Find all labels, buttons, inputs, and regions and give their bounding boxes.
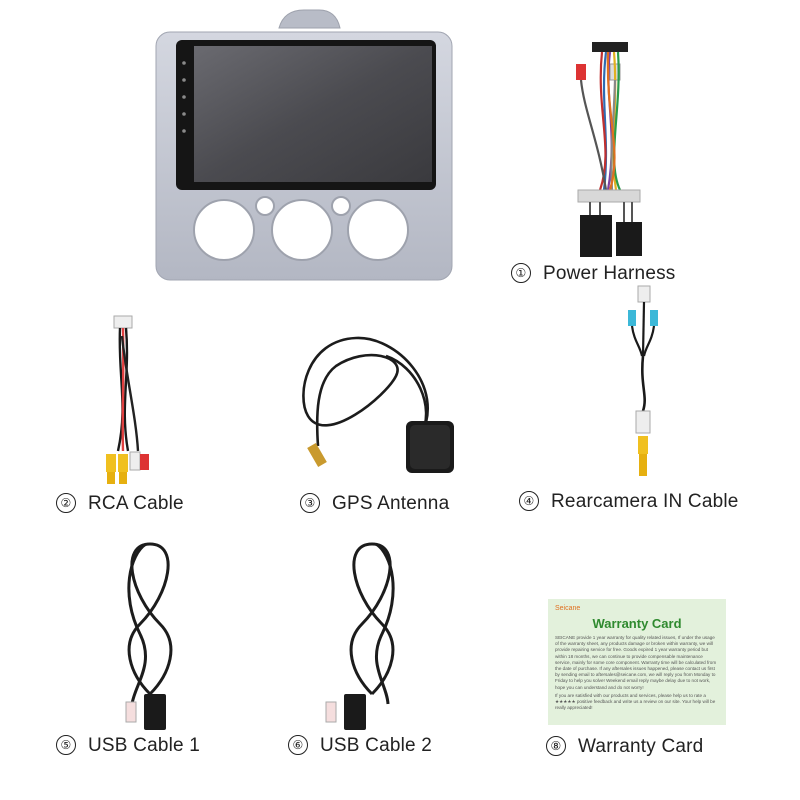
caption-usb-cable-2: ⑥ USB Cable 2 (288, 735, 432, 757)
warranty-card: Seicane Warranty Card SEICANE provide 1 … (548, 599, 726, 725)
item-label: Power Harness (543, 263, 676, 284)
item-number: ⑤ (56, 735, 76, 755)
head-unit-image (155, 9, 453, 281)
warranty-body: SEICANE provide 1 year warranty for qual… (555, 635, 719, 711)
warranty-brand: Seicane (555, 605, 581, 612)
gps-antenna-image (302, 336, 454, 473)
caption-usb-cable-1: ⑤ USB Cable 1 (56, 735, 200, 757)
item-label: USB Cable 2 (320, 735, 433, 756)
item-number: ① (511, 263, 531, 283)
item-label: USB Cable 1 (88, 735, 201, 756)
usb-cable-2-image (325, 542, 395, 730)
item-number: ⑧ (546, 736, 566, 756)
caption-rca-cable: ② RCA Cable (56, 493, 184, 515)
caption-rearcamera-cable: ④ Rearcamera IN Cable (519, 491, 739, 513)
item-number: ② (56, 493, 76, 513)
warranty-paragraph: If you are satisfied with our products a… (555, 692, 716, 711)
usb-cable-1-image (125, 542, 173, 730)
caption-gps-antenna: ③ GPS Antenna (300, 493, 449, 515)
item-label: RCA Cable (88, 493, 184, 514)
rearcamera-cable-image (628, 285, 658, 476)
rca-cable-image (106, 315, 149, 484)
item-label: Warranty Card (578, 736, 704, 757)
power-harness-image (576, 42, 642, 257)
item-label: GPS Antenna (332, 493, 450, 514)
item-label: Rearcamera IN Cable (551, 491, 739, 512)
warranty-title: Warranty Card (592, 616, 682, 631)
warranty-paragraph: SEICANE provide 1 year warranty for qual… (555, 635, 717, 690)
caption-power-harness: ① Power Harness (511, 263, 675, 285)
item-number: ④ (519, 491, 539, 511)
item-number: ③ (300, 493, 320, 513)
item-number: ⑥ (288, 735, 308, 755)
caption-warranty-card: ⑧ Warranty Card (546, 736, 703, 758)
